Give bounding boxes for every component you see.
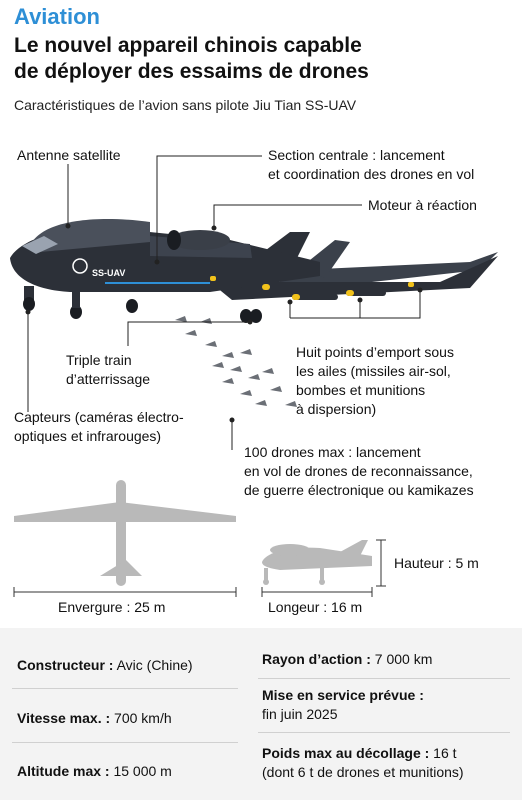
title-line-2: de déployer des essaims de drones <box>14 60 369 83</box>
engine-nacelle <box>170 230 230 250</box>
spec-vitesse-label: Vitesse max. : <box>17 710 111 726</box>
page-title: Le nouvel appareil chinois capable de dé… <box>14 33 369 85</box>
leader-dots <box>25 223 423 423</box>
main-gear-wheel-b <box>240 309 252 323</box>
label-moteur: Moteur à réaction <box>368 197 477 213</box>
spec-constructeur-label: Constructeur : <box>17 657 114 673</box>
spec-altitude-label: Altitude max : <box>17 763 110 779</box>
leader-moteur <box>213 204 362 228</box>
spec-service-value: fin juin 2025 <box>262 706 338 722</box>
leader-points <box>290 290 421 319</box>
mid-gear-wheel <box>70 305 82 319</box>
label-longueur: Longeur : 16 m <box>268 599 363 615</box>
spec-poids: Poids max au décollage : 16 t (dont 6 t … <box>262 744 464 782</box>
fuselage-marking: SS-UAV <box>92 268 125 278</box>
side-view-silhouette <box>262 540 372 585</box>
nose-gear-wheel <box>23 297 35 311</box>
label-points-emport: Huit points d’emport sous les ailes (mis… <box>296 343 454 419</box>
page-subtitle: Caractéristiques de l’avion sans pilote … <box>14 97 357 113</box>
nose-gear-strut <box>24 286 34 302</box>
far-wing <box>255 252 498 290</box>
span-dimension <box>13 587 237 597</box>
label-drones-line-3: de guerre électronique ou kamikazes <box>244 482 474 498</box>
spec-constructeur-value: Avic (Chine) <box>113 657 193 673</box>
spec-rayon-label: Rayon d’action : <box>262 651 371 667</box>
satellite-dome <box>30 219 150 252</box>
leader-lines <box>27 155 421 450</box>
length-dimension <box>261 587 373 597</box>
main-gear-wheel-c <box>250 309 262 323</box>
top-view-silhouette <box>14 480 236 586</box>
label-section-line-2: et coordination des drones en vol <box>268 166 475 182</box>
spec-poids-value: 16 t <box>429 745 457 761</box>
label-drones: 100 drones max : lancement en vol de dro… <box>244 443 474 500</box>
label-section-centrale: Section centrale : lancement et coordina… <box>268 146 474 184</box>
divider <box>12 742 238 743</box>
spec-rayon: Rayon d’action : 7 000 km <box>262 650 432 669</box>
missiles <box>210 276 434 300</box>
label-train-line-2: d’atterrissage <box>66 371 151 387</box>
specs-panel: Constructeur : Avic (Chine) Vitesse max.… <box>0 628 522 800</box>
spec-altitude: Altitude max : 15 000 m <box>17 762 172 781</box>
label-points-line-2: les ailes (missiles air-sol, <box>296 363 451 379</box>
label-capteurs-line-2: optiques et infrarouges) <box>14 428 162 444</box>
divider <box>258 678 510 679</box>
leader-train <box>127 321 250 346</box>
label-drones-line-1: 100 drones max : lancement <box>244 444 421 460</box>
spec-constructeur: Constructeur : Avic (Chine) <box>17 656 193 675</box>
main-gear-wheel-a <box>126 299 138 313</box>
drone-swarm <box>175 316 297 407</box>
spec-vitesse-value: 700 km/h <box>110 710 172 726</box>
divider <box>12 688 238 689</box>
label-capteurs-line-1: Capteurs (caméras électro- <box>14 409 184 425</box>
label-points-line-1: Huit points d’emport sous <box>296 344 454 360</box>
spec-poids-label: Poids max au décollage : <box>262 745 430 761</box>
label-envergure: Envergure : 25 m <box>58 599 166 615</box>
spec-poids-value-2: (dont 6 t de drones et munitions) <box>262 764 464 780</box>
engine-intake <box>167 230 181 250</box>
spec-service-label: Mise en service prévue : <box>262 687 424 703</box>
nose-window <box>22 236 58 254</box>
label-antenne: Antenne satellite <box>17 147 121 163</box>
fuselage-logo <box>72 258 88 274</box>
spec-mise-en-service: Mise en service prévue : fin juin 2025 <box>262 686 424 724</box>
label-train-line-1: Triple train <box>66 352 132 368</box>
label-section-line-1: Section centrale : lancement <box>268 147 445 163</box>
label-train: Triple train d’atterrissage <box>66 351 150 389</box>
label-drones-line-2: en vol de drones de reconnaissance, <box>244 463 473 479</box>
spec-rayon-value: 7 000 km <box>370 651 433 667</box>
label-points-line-3: bombes et munitions <box>296 382 426 398</box>
spec-altitude-value: 15 000 m <box>109 763 172 779</box>
height-dimension <box>376 539 386 587</box>
section-kicker: Aviation <box>14 4 100 29</box>
mid-gear-strut <box>72 292 80 308</box>
aircraft-illustration: SS-UAV <box>10 155 498 597</box>
title-line-1: Le nouvel appareil chinois capable <box>14 34 362 57</box>
leader-section <box>156 155 262 262</box>
label-points-line-4: à dispersion) <box>296 401 377 417</box>
spec-vitesse: Vitesse max. : 700 km/h <box>17 709 172 728</box>
divider <box>258 732 510 733</box>
label-hauteur: Hauteur : 5 m <box>394 555 479 571</box>
label-capteurs: Capteurs (caméras électro- optiques et i… <box>14 408 184 446</box>
